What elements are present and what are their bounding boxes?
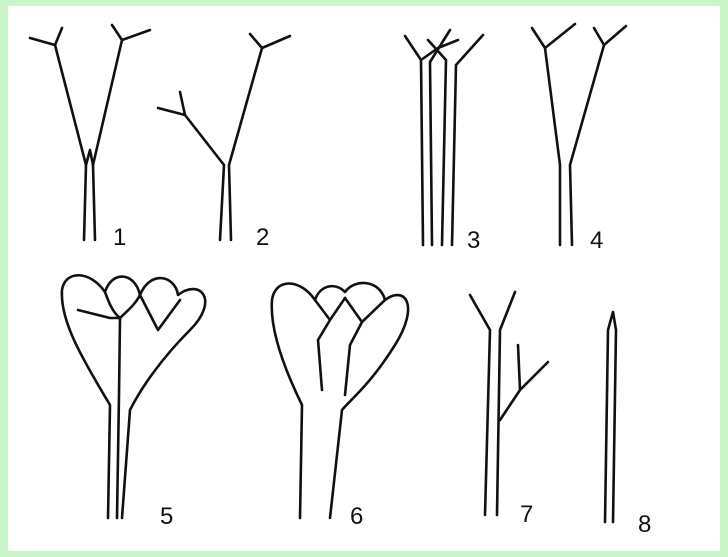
figure-6 (272, 283, 408, 518)
figure-6-label: 6 (350, 503, 363, 530)
figure-7-label: 7 (520, 501, 533, 528)
figure-5-label: 5 (160, 503, 173, 530)
figure-7 (470, 292, 548, 515)
figure-8-label: 8 (638, 511, 651, 538)
figure-1-label: 1 (113, 224, 126, 251)
figure-3-label: 3 (467, 227, 480, 254)
figure-5 (62, 275, 205, 518)
figure-4-label: 4 (590, 227, 603, 254)
figure-4 (532, 24, 626, 245)
figure-2 (158, 34, 290, 240)
figure-8 (605, 312, 616, 522)
figure-1 (30, 25, 150, 240)
figure-2-label: 2 (256, 224, 269, 251)
figure-3 (405, 30, 483, 245)
